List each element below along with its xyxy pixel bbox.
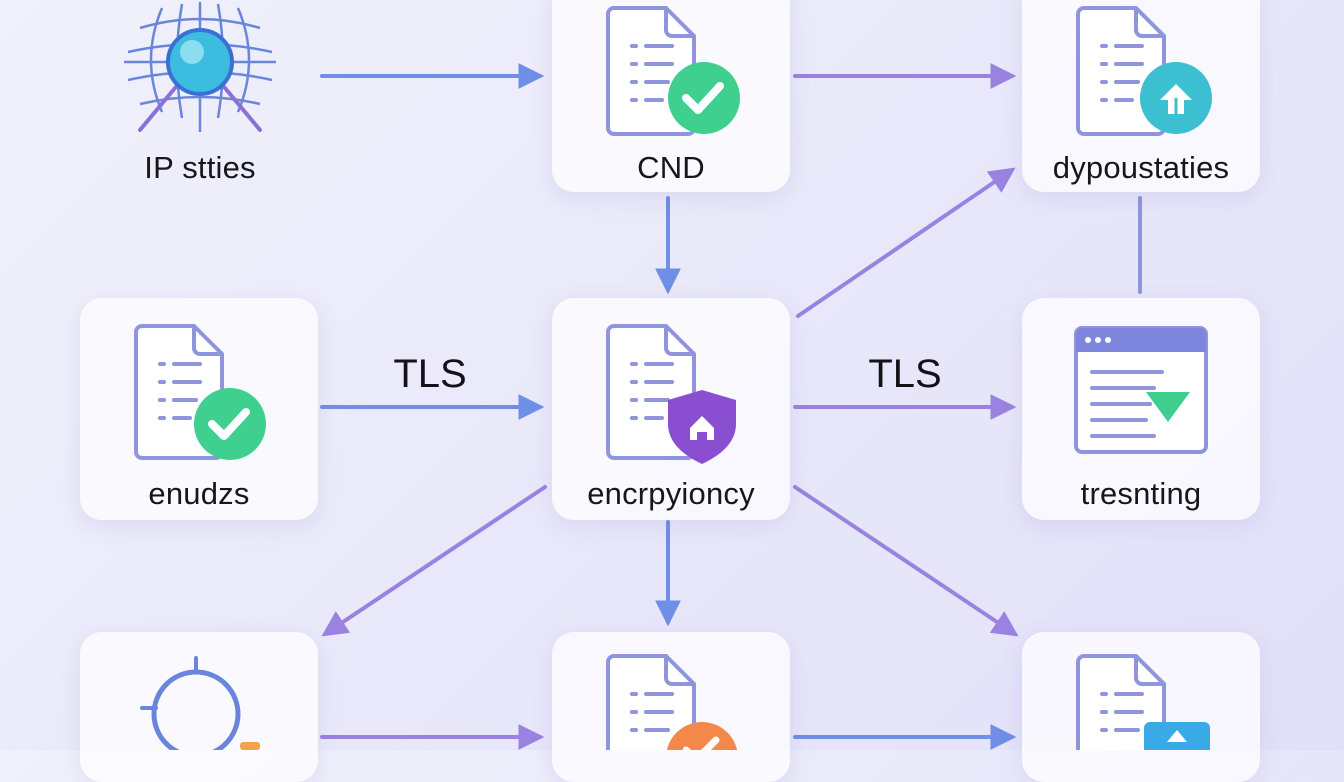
document-check-orange-icon [606, 654, 738, 750]
globe-outline-icon [140, 656, 260, 750]
node-label: tresnting [1080, 476, 1202, 511]
node-bottom-right[interactable] [1022, 632, 1260, 782]
arrow-encrpyioncy-to-bottom-left [321, 485, 547, 637]
node-label: enudzs [148, 476, 250, 511]
document-upload-icon [1076, 654, 1210, 750]
node-label: CND [637, 150, 705, 185]
tls-label-right: TLS [868, 352, 942, 396]
document-check-icon [134, 324, 266, 460]
globe-network-icon [124, 2, 276, 132]
node-ip-stties[interactable]: IP stties [100, 0, 300, 200]
arrow-encrpyioncy-to-dypoustaties [796, 167, 1016, 318]
node-enudzs[interactable]: enudzs [80, 298, 318, 520]
browser-window-icon [1074, 326, 1208, 454]
arrow-encrpyioncy-to-bottom-right [793, 485, 1019, 637]
node-encrpyioncy[interactable]: encrpyioncy [552, 298, 790, 520]
node-cnd[interactable]: CND [552, 0, 790, 192]
connectors [320, 63, 1142, 750]
document-home-icon [1076, 6, 1212, 136]
tls-label-left: TLS [393, 352, 467, 396]
node-label: dypoustaties [1052, 150, 1230, 185]
document-check-icon [606, 6, 740, 136]
network-diagram: TLS TLS IP stties [80, 0, 1260, 750]
node-label: encrpyioncy [587, 476, 755, 511]
node-label: IP stties [144, 150, 256, 185]
node-tresnting[interactable]: tresnting [1022, 298, 1260, 520]
document-shield-icon [606, 324, 736, 464]
node-dypoustaties[interactable]: dypoustaties [1022, 0, 1260, 192]
node-bottom-left[interactable] [80, 632, 318, 782]
node-bottom-center[interactable] [552, 632, 790, 782]
